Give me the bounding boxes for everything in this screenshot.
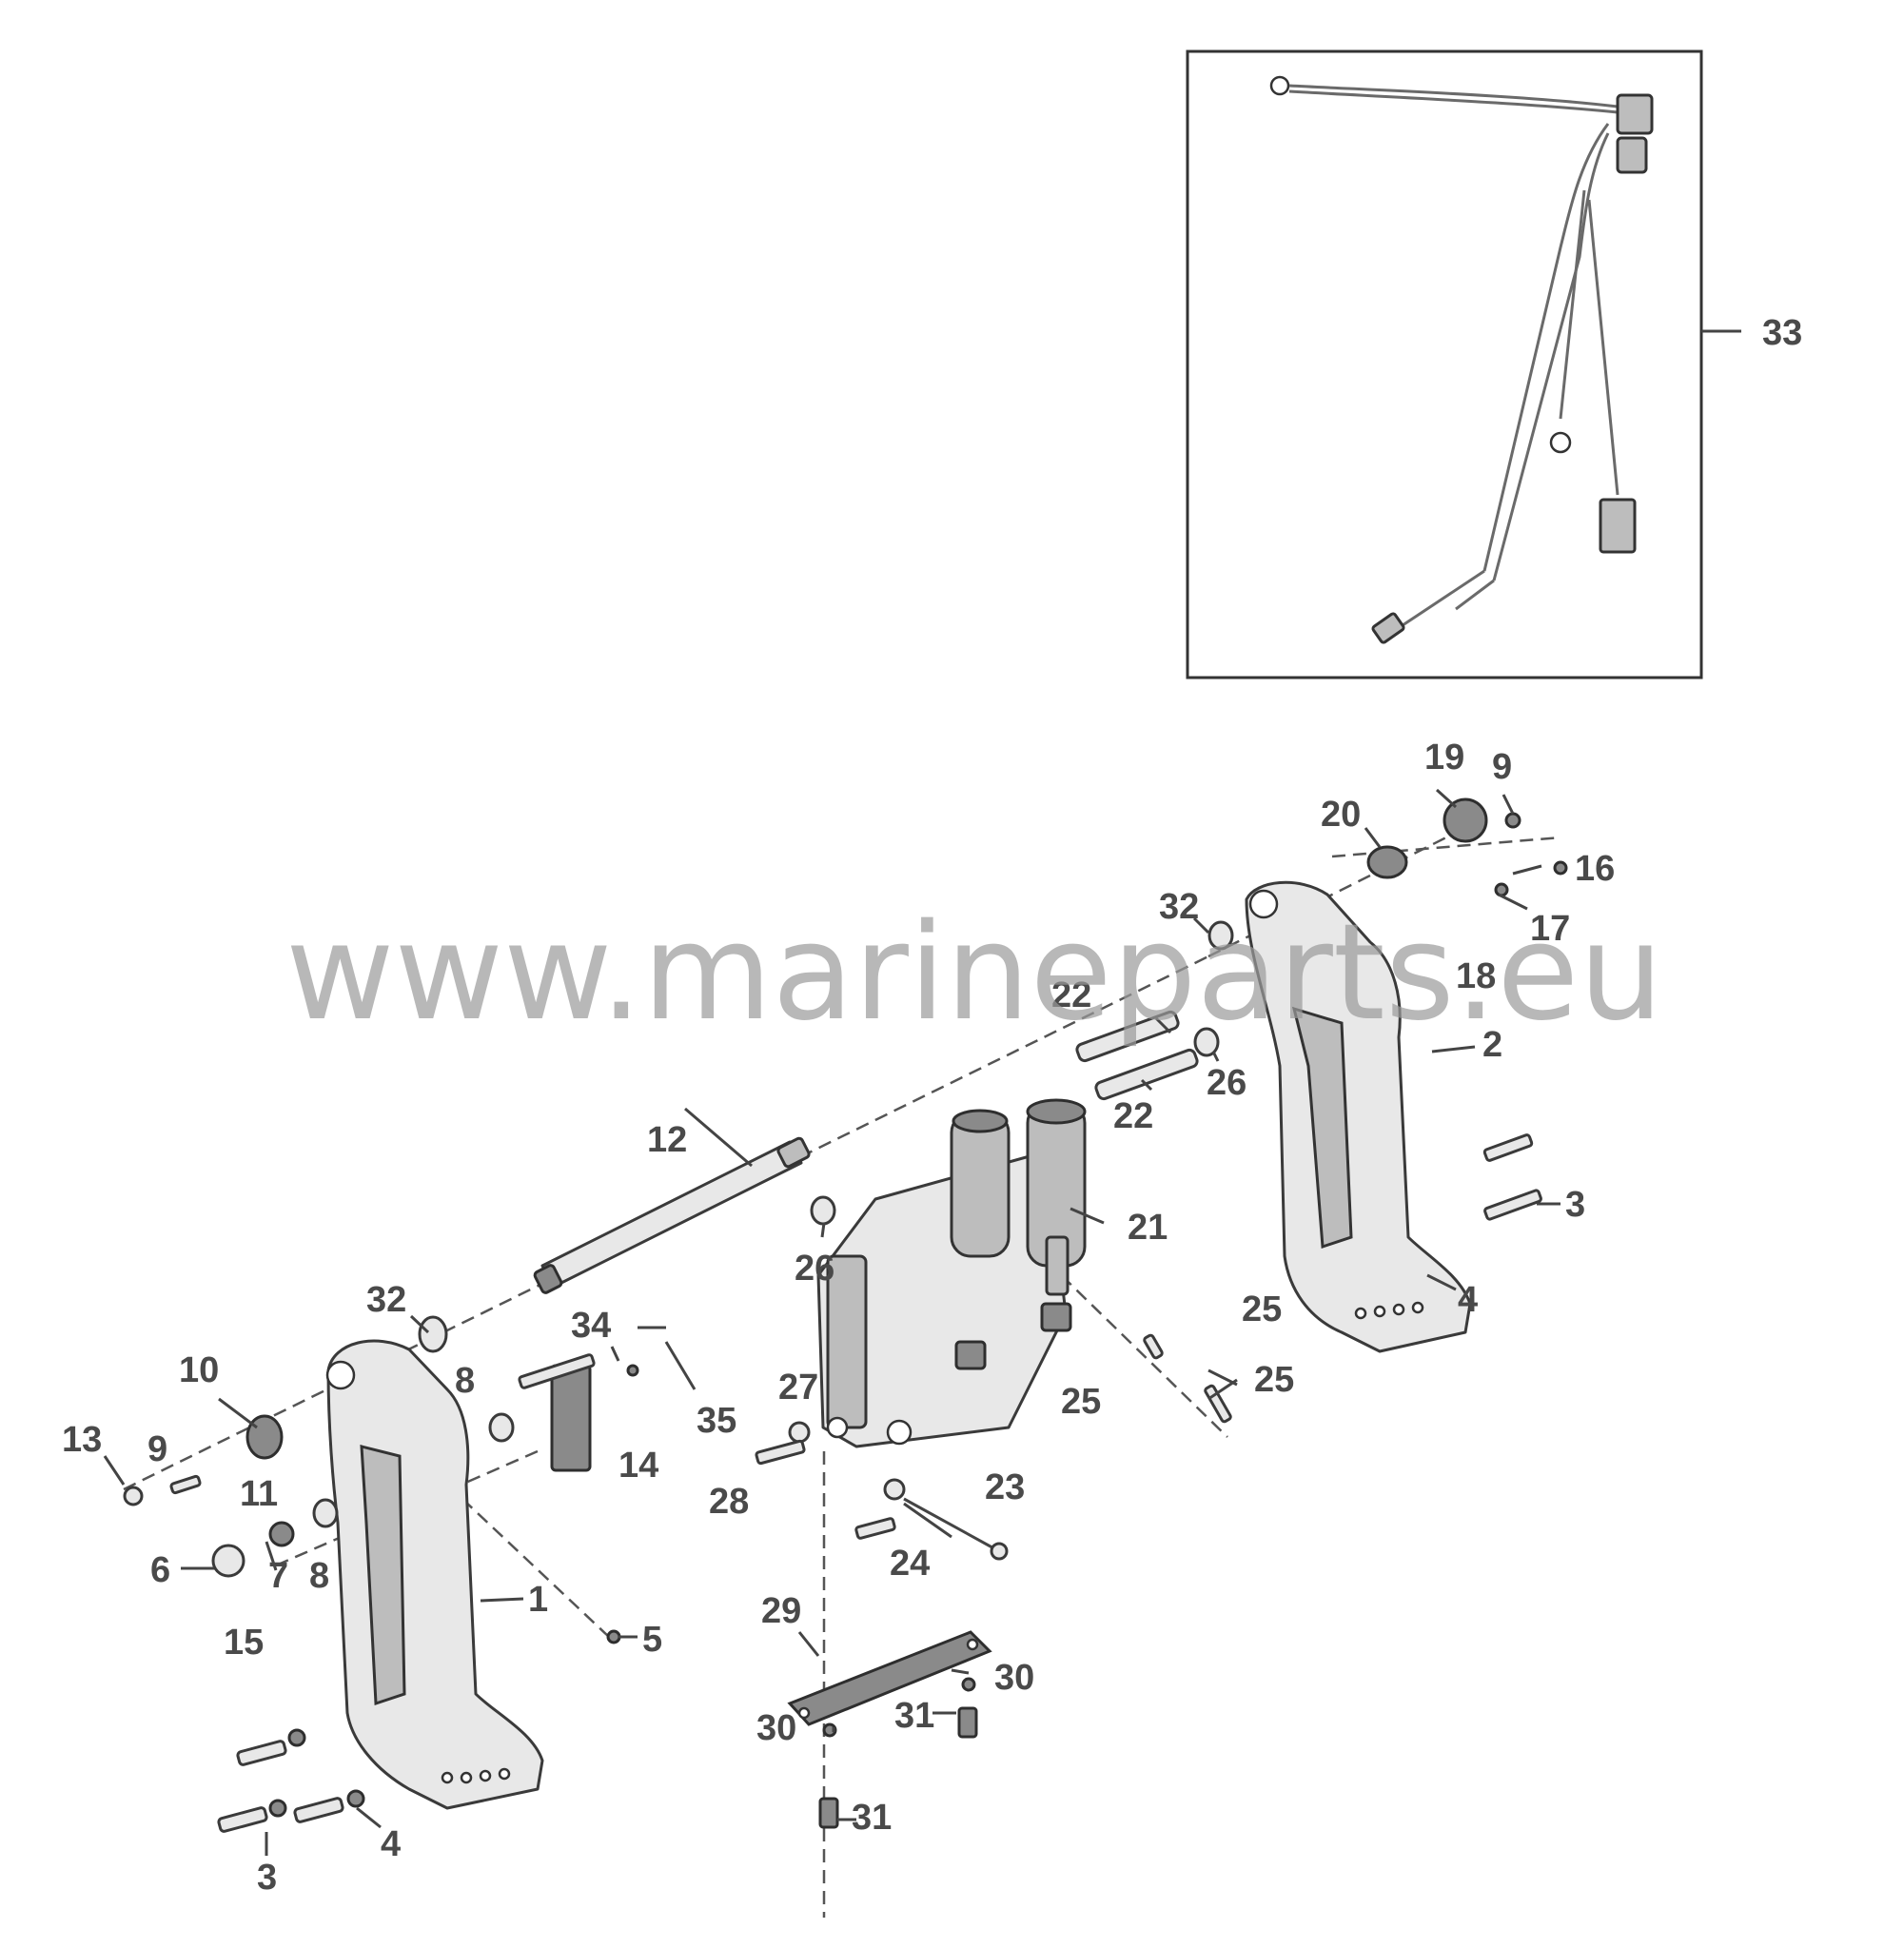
callout-20: 20 [1321,795,1361,835]
callout-22-upper: 22 [1051,975,1091,1015]
callout-labels: 1 2 3 4 4 3 5 6 7 8 8 9 9 10 11 12 13 14… [62,738,1615,1898]
callout-9-right: 9 [1492,747,1512,787]
callout-3-right: 3 [1565,1185,1585,1225]
callout-8-left: 8 [309,1556,329,1596]
trim-tilt-unit [816,1098,1087,1448]
callout-32-right: 32 [1159,887,1199,927]
pin-upper [1075,1010,1180,1063]
callout-33: 33 [1762,313,1802,353]
callout-6: 6 [150,1550,170,1590]
inset-frame [1186,49,1703,679]
callout-31-left: 31 [852,1798,892,1838]
callout-27: 27 [778,1368,818,1408]
callout-12: 12 [647,1120,687,1160]
callout-34: 34 [571,1306,611,1346]
callout-4-left: 4 [381,1824,401,1864]
callout-26-right: 26 [1207,1063,1246,1103]
callout-32-left: 32 [366,1280,406,1320]
tilt-tube [533,1136,811,1294]
callout-25-mid: 25 [1061,1382,1101,1422]
watermark-text: www.marineparts.eu [285,896,1663,1051]
left-clamp-bracket [325,1339,544,1810]
callout-31-right: 31 [894,1696,934,1736]
callout-21: 21 [1128,1208,1168,1248]
callout-30-right: 30 [994,1658,1034,1698]
right-clamp-bracket [1245,880,1472,1353]
exploded-assembly: 1 2 3 4 4 3 5 6 7 8 8 9 9 10 11 12 13 14… [62,738,1615,1918]
callout-25-top: 25 [1242,1289,1282,1329]
callout-29: 29 [761,1591,801,1631]
callout-3-left: 3 [257,1858,277,1898]
callout-26-center: 26 [795,1249,834,1289]
callout-2: 2 [1482,1025,1502,1065]
callout-16: 16 [1575,849,1615,889]
leader-lines [103,788,1560,1856]
callout-13: 13 [62,1420,102,1460]
callout-11: 11 [240,1474,278,1514]
callout-18: 18 [1456,956,1496,996]
wiring-harness [1269,75,1654,644]
callout-7: 7 [268,1556,288,1596]
callout-1: 1 [528,1580,548,1620]
callout-17: 17 [1530,909,1570,949]
callout-22-lower: 22 [1113,1096,1153,1136]
wiring-harness-inset: 33 [1186,49,1802,679]
callout-30-left: 30 [756,1708,796,1748]
callout-25-bottom: 25 [1254,1360,1294,1400]
callout-19: 19 [1424,738,1464,778]
pin-lower [1094,1048,1199,1101]
callout-23: 23 [985,1467,1025,1507]
callout-4-right: 4 [1458,1280,1478,1320]
small-fasteners [123,797,1568,1833]
callout-24: 24 [890,1544,930,1584]
callout-5: 5 [642,1620,662,1660]
callout-9-left: 9 [147,1429,167,1469]
callout-8-center: 8 [455,1361,475,1401]
callout-14: 14 [618,1446,658,1486]
callout-35: 35 [697,1401,736,1441]
callout-28: 28 [709,1482,749,1522]
callout-15: 15 [224,1623,264,1663]
callout-10: 10 [179,1350,219,1390]
anode-plate [787,1630,992,1726]
